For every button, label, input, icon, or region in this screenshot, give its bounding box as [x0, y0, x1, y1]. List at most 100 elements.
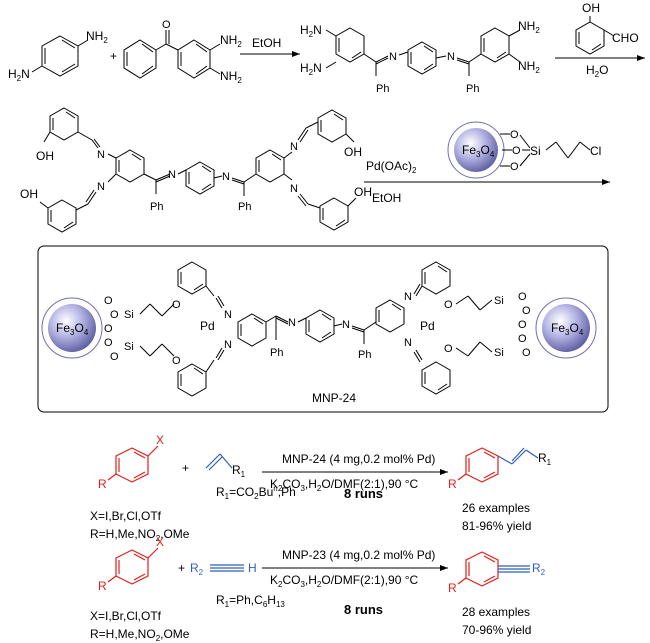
svg-text:Ph: Ph	[270, 347, 283, 359]
svg-text:N: N	[290, 183, 298, 195]
heck-runs: 8 runs	[344, 486, 383, 501]
svg-text:O: O	[444, 343, 453, 355]
svg-text:N: N	[342, 319, 350, 331]
svg-text:OH: OH	[36, 149, 54, 163]
sonogashira-condition-base: K2CO3,H2O/DMF(2:1),90 °C	[270, 573, 419, 589]
svg-text:R: R	[98, 477, 107, 491]
nh2-label-b: NH2	[220, 69, 242, 85]
svg-text:O: O	[104, 323, 113, 335]
amine-label: NH2	[86, 29, 108, 45]
mnp-24-structure: Fe3O4 O O O O O Si Si O O Pd N N	[41, 261, 597, 397]
svg-text:Si: Si	[494, 295, 504, 307]
svg-text:N: N	[447, 51, 455, 63]
heck-condition-base: K2CO3,H2O/DMF(2:1),90 °C	[270, 477, 419, 493]
salen-ligand: OH N N OH Ph N N Ph	[20, 107, 372, 233]
svg-text:N: N	[222, 171, 230, 183]
svg-text:O: O	[172, 355, 181, 367]
nh2-bottom-right: NH2	[518, 59, 540, 75]
svg-text:O: O	[512, 145, 521, 157]
svg-text:O: O	[162, 19, 171, 31]
heck-product: R R1	[448, 447, 552, 491]
catalyst-name: MNP-24	[312, 391, 356, 405]
svg-text:OH: OH	[354, 185, 372, 199]
svg-text:CHO: CHO	[612, 31, 639, 45]
svg-text:Ph: Ph	[466, 83, 479, 95]
plus-sonogashira: +	[178, 561, 185, 575]
h2n-top: H2N	[300, 23, 322, 39]
svg-text:Si: Si	[124, 309, 134, 321]
svg-text:OH: OH	[582, 1, 600, 15]
condition-etoh-1: EtOH	[252, 36, 281, 50]
svg-text:O: O	[518, 291, 527, 303]
sonogashira-scope-r1: R1=Ph,C6H13	[216, 593, 285, 609]
svg-text:O: O	[172, 299, 181, 311]
svg-text:Ph: Ph	[150, 201, 163, 213]
svg-text:R: R	[98, 579, 107, 593]
heck-examples: 26 examples	[462, 501, 530, 515]
catalyst-structure-box	[37, 245, 609, 413]
svg-text:Cl: Cl	[590, 144, 601, 158]
svg-text:R: R	[448, 477, 457, 491]
svg-text:Ph: Ph	[358, 349, 371, 361]
fe3o4-label: Fe3O4	[462, 143, 495, 159]
sonogashira-aryl-halide: X R	[98, 535, 164, 593]
svg-text:R: R	[448, 581, 457, 595]
svg-text:N: N	[97, 149, 105, 161]
svg-text:N: N	[224, 309, 232, 321]
heck-alkene: R1	[205, 453, 246, 479]
amine-label-left: H2N	[8, 67, 30, 83]
sonogashira-scope-r: R=H,Me,NO2,OMe	[90, 627, 190, 643]
svg-text:O: O	[510, 129, 519, 141]
svg-text:O: O	[518, 319, 527, 331]
svg-text:OH: OH	[344, 145, 362, 159]
heck-scope-x: X=I,Br,Cl,OTf	[90, 509, 162, 523]
heck-aryl-halide: X R	[98, 433, 164, 491]
svg-text:Pd: Pd	[200, 319, 215, 333]
condition-pd-acetate: Pd(OAc)2	[366, 159, 417, 175]
plus-heck: +	[182, 461, 189, 475]
svg-text:X: X	[156, 535, 164, 549]
fe3o4-right: Fe3O4	[551, 321, 584, 337]
bis-imine-tetraamine: H2N H2N Ph N N Ph NH2 NH2	[300, 19, 540, 95]
sonogashira-yield: 70-96% yield	[462, 623, 531, 637]
sonogashira-product: R R2	[448, 551, 546, 595]
svg-text:O: O	[510, 161, 519, 173]
svg-text:Si: Si	[124, 341, 134, 353]
svg-text:N: N	[404, 337, 412, 349]
svg-text:N: N	[168, 169, 176, 181]
svg-text:O: O	[522, 305, 531, 317]
p-phenylenediamine: NH2 H2N	[8, 29, 108, 83]
svg-text:O: O	[104, 295, 113, 307]
heck-scope-r1: R1=CO2Bun,Ph	[216, 484, 296, 501]
heck-condition-catalyst: MNP-24 (4 mg,0.2 mol% Pd)	[282, 452, 435, 466]
svg-text:O: O	[444, 299, 453, 311]
heck-yield: 81-96% yield	[462, 519, 531, 533]
condition-water: H2O	[586, 63, 608, 79]
sonogashira-runs: 8 runs	[344, 602, 383, 617]
svg-text:R2: R2	[532, 561, 546, 577]
svg-text:R2: R2	[190, 561, 204, 577]
plus-sign: +	[110, 49, 117, 63]
svg-text:O: O	[110, 351, 119, 363]
salicylaldehyde: OH CHO	[575, 1, 639, 55]
fe3o4-chloropropyl-silane: Fe3O4 O O O Si Cl	[447, 121, 601, 179]
svg-text:Ph: Ph	[376, 83, 389, 95]
svg-text:O: O	[110, 309, 119, 321]
h2n-bottom: H2N	[300, 61, 322, 77]
heck-scope-r: R=H,Me,NO2,OMe	[90, 527, 190, 543]
svg-text:OH: OH	[20, 187, 38, 201]
sonogashira-alkyne: R2 H	[190, 561, 257, 577]
svg-text:Si: Si	[530, 144, 541, 158]
svg-text:H: H	[248, 561, 257, 575]
svg-text:N: N	[288, 317, 296, 329]
condition-etoh-2: EtOH	[372, 191, 401, 205]
svg-text:O: O	[518, 333, 527, 345]
svg-text:Pd: Pd	[420, 319, 435, 333]
svg-text:O: O	[104, 337, 113, 349]
svg-text:N: N	[97, 181, 105, 193]
diaminobenzophenone: O NH2 NH2	[123, 19, 242, 85]
svg-text:N: N	[389, 51, 397, 63]
svg-text:Ph: Ph	[238, 201, 251, 213]
sonogashira-scope-x: X=I,Br,Cl,OTf	[90, 609, 162, 623]
